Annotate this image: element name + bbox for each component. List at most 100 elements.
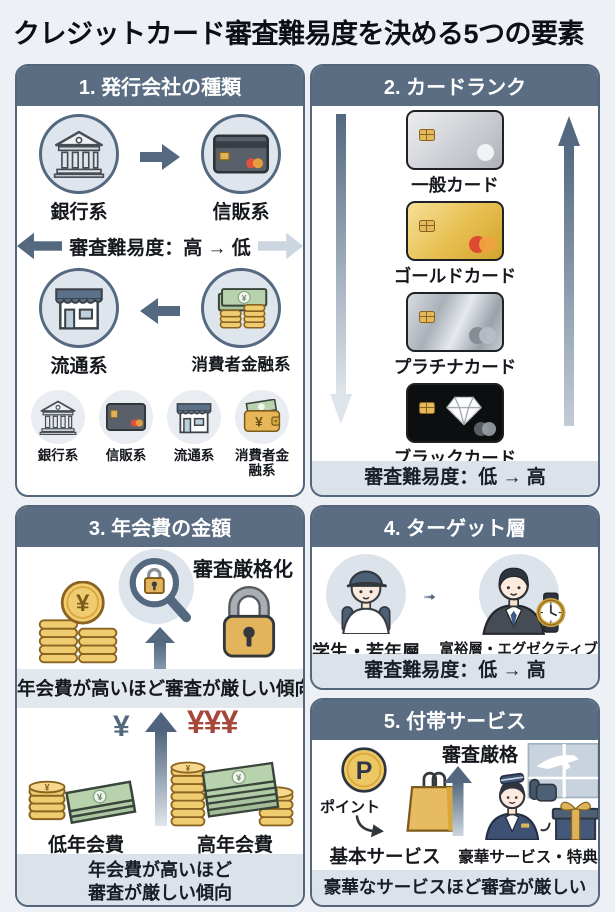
panel-services-title: 5. 付帯サービス	[312, 700, 598, 740]
fee-footer-line1: 年会費が高いほど	[88, 860, 232, 880]
standard-card	[406, 110, 504, 170]
issuer-consumer-figure: ¥ 消費者金融系	[180, 268, 302, 375]
card-logo-icon	[479, 236, 496, 253]
black-card-figure: ブラックカード	[394, 383, 516, 470]
arrow-right-gradient-icon	[424, 593, 436, 601]
bank-icon	[39, 400, 77, 435]
mini-card: 信販系	[93, 390, 159, 478]
fee-footer-line2: 審査が厳しい傾向	[88, 882, 232, 903]
mini-card-label: 信販系	[105, 448, 147, 463]
up-arrow-gradient-icon	[145, 712, 177, 826]
panel-issuer-title: 1. 発行会社の種類	[17, 66, 303, 106]
bank-label: 銀行系	[50, 202, 108, 223]
platinum-card	[406, 292, 504, 352]
gold-card-figure: ゴールドカード	[393, 201, 517, 288]
high-yen-symbol: ¥¥¥	[187, 704, 238, 740]
issuer-row-1: 銀行系 信販系	[17, 114, 303, 224]
up-arrow-icon	[145, 627, 175, 669]
svg-text:¥: ¥	[186, 764, 191, 773]
svg-text:P: P	[356, 757, 373, 785]
issuer-difficulty-text: 審査難易度：高 → 低	[69, 237, 251, 259]
store-icon	[55, 288, 103, 330]
big-arrow-right-icon	[257, 232, 303, 260]
issuer-mini-row: 銀行系 信販系	[17, 390, 303, 478]
issuer-bank-figure: 銀行系	[18, 114, 140, 224]
rich-circle	[478, 554, 566, 635]
rich-figure: 富裕層・エグゼクティブ	[439, 554, 598, 659]
rank-cards-column: 一般カード ゴールドカード プラチナカード	[312, 110, 598, 474]
black-card	[406, 383, 504, 443]
cash-coins-icon: ¥	[217, 288, 268, 329]
businessman-watch-icon	[481, 567, 566, 635]
gold-card-label: ゴールドカード	[393, 266, 517, 286]
low-fee-label: 低年会費	[47, 835, 124, 856]
stricter-screening-label: 審査厳格化	[193, 559, 293, 581]
gold-card	[406, 201, 504, 261]
mini-bank-circle	[31, 390, 85, 444]
panel-rank-title: 2. カードランク	[312, 66, 598, 106]
svg-text:¥: ¥	[45, 782, 50, 792]
arrow-left-icon	[140, 298, 180, 324]
page-title: クレジットカード審査難易度を決める5つの要素	[13, 19, 585, 49]
issuer-row-2: 流通系 ¥	[17, 268, 303, 378]
arrow-right-icon	[140, 144, 180, 170]
issuer-distribution-figure: 流通系	[18, 268, 140, 378]
up-arrow-gradient-icon	[444, 766, 472, 836]
services-labels-row: 基本サービス 豪華サービス・特典	[312, 843, 598, 869]
card-logo-icon	[477, 144, 494, 161]
services-footer: 豪華なサービスほど審査が厳しい	[312, 870, 598, 905]
big-arrow-left-icon	[17, 232, 63, 260]
issuer-difficulty-band: 審査難易度：高 → 低	[17, 232, 303, 260]
mini-bank: 銀行系	[25, 390, 91, 478]
mini-bank-label: 銀行系	[37, 448, 79, 463]
low-yen-symbol: ¥	[113, 710, 130, 743]
svg-text:¥: ¥	[76, 590, 90, 617]
young-person-icon	[341, 570, 391, 634]
credit-card-icon	[213, 134, 269, 174]
card-chip-icon	[419, 402, 435, 414]
fee-mid-caption: 年会費が高いほど審査が厳しい傾向	[17, 669, 303, 708]
strict-screening-label: 審査厳格	[441, 745, 518, 766]
panel-issuer-type: 1. 発行会社の種類 銀行系	[15, 64, 305, 497]
down-arrow-gradient-icon	[330, 114, 352, 424]
svg-text:¥: ¥	[255, 414, 263, 429]
mini-card-circle	[99, 390, 153, 444]
store-icon	[176, 402, 212, 433]
padlock-icon	[222, 586, 276, 658]
panel-target: 4. ターゲット層 学生・若年層	[310, 505, 600, 690]
card-chip-icon	[419, 129, 435, 141]
point-coin-icon: P	[341, 747, 387, 793]
store-circle	[39, 268, 119, 348]
panel-services: 5. 付帯サービス P ポイント 審査厳格	[310, 698, 600, 907]
bank-icon	[53, 130, 105, 178]
up-arrow-gradient-icon	[558, 116, 580, 426]
mini-store: 流通系	[161, 390, 227, 478]
young-figure: 学生・若年層	[312, 554, 420, 664]
credit-card-icon	[106, 403, 146, 431]
attendant-airport-icon	[485, 743, 598, 840]
mini-wallet-circle: ¥	[235, 390, 289, 444]
standard-card-figure: 一般カード	[406, 110, 504, 197]
svg-text:¥: ¥	[236, 772, 243, 783]
svg-text:¥: ¥	[96, 792, 104, 804]
cash-circle: ¥	[201, 268, 281, 348]
young-circle	[326, 554, 406, 634]
card-logo-icon	[482, 422, 496, 436]
luxury-services-label: 豪華サービス・特典	[458, 849, 598, 866]
card-logo-icon	[479, 327, 496, 344]
card-chip-icon	[419, 311, 435, 323]
credit-card-circle	[201, 114, 281, 194]
curved-arrow-icon	[355, 815, 384, 838]
platinum-card-label: プラチナカード	[393, 357, 517, 377]
services-body: P ポイント 審査厳格	[312, 740, 598, 841]
svg-text:¥: ¥	[242, 293, 247, 303]
point-label: ポイント	[320, 799, 381, 816]
magnifier-lock-icon	[118, 548, 194, 625]
high-fee-label: 高年会費	[196, 835, 273, 856]
mini-wallet: ¥ 消費者金融系	[229, 390, 295, 478]
consumer-label: 消費者金融系	[191, 356, 291, 374]
low-fee-money-icon: ¥ ¥	[28, 780, 137, 824]
rank-footer: 審査難易度：低 → 高	[312, 461, 598, 495]
shinpan-label: 信販系	[212, 202, 270, 223]
target-footer: 審査難易度：低 → 高	[312, 654, 598, 688]
